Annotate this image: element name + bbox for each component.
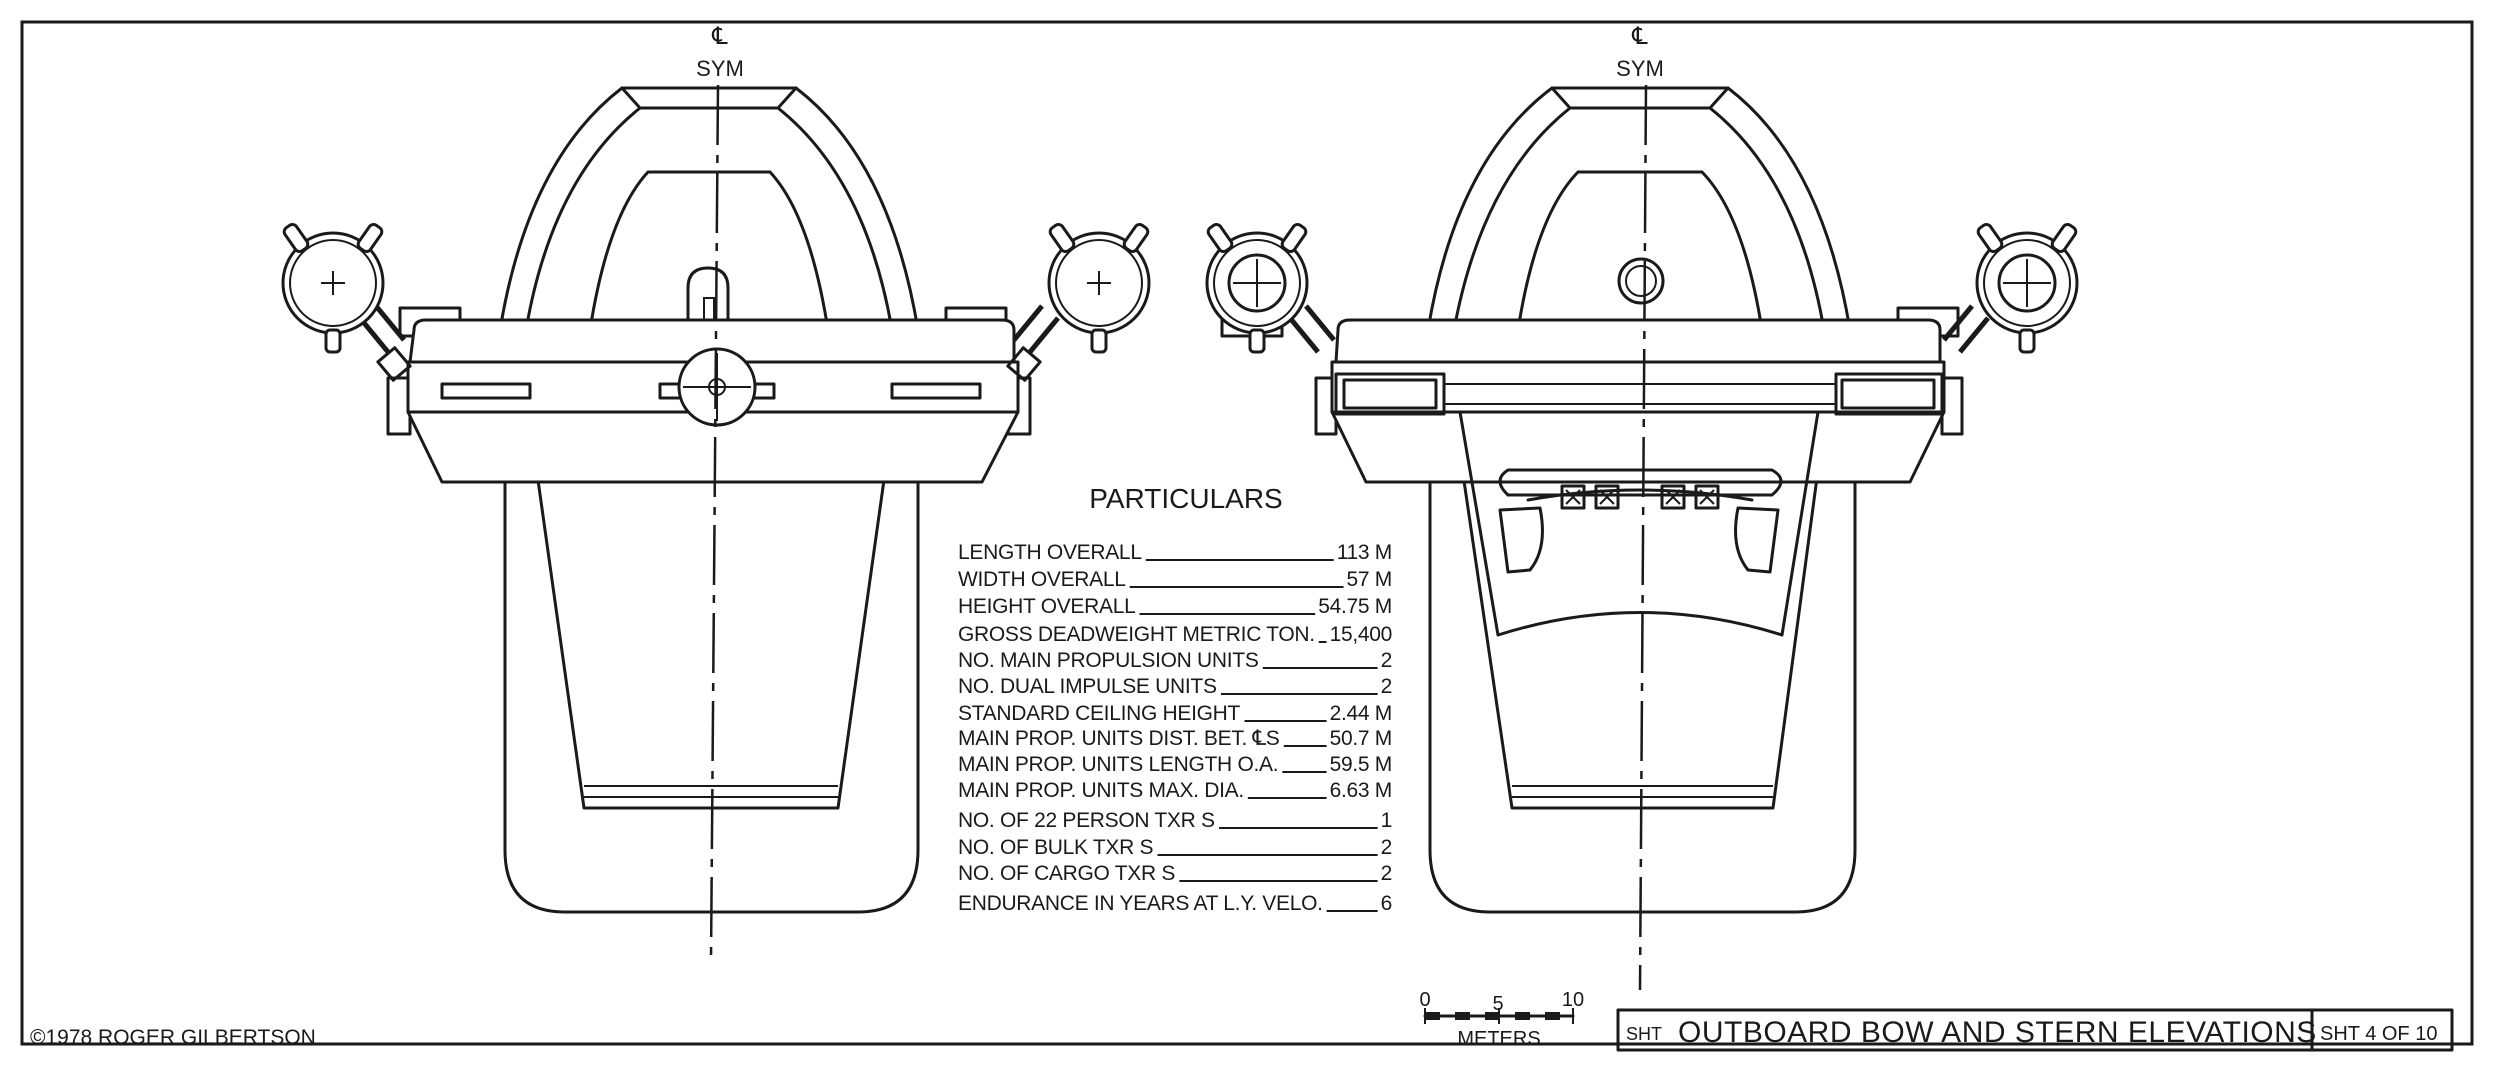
- particulars-label: MAIN PROP. UNITS DIST. BET. ℄S: [958, 727, 1280, 750]
- particulars-value: 2: [1381, 836, 1392, 859]
- particulars-value: 50.7 M: [1330, 727, 1392, 750]
- particulars-value: 57 M: [1347, 568, 1393, 591]
- particulars-value: 59.5 M: [1330, 753, 1392, 776]
- copyright-text: ©1978 ROGER GILBERTSON: [30, 1026, 316, 1049]
- bow-centerline: [709, 84, 720, 961]
- particulars-table: PARTICULARS LENGTH OVERALL 113 M WIDTH OVE…: [958, 483, 1392, 915]
- stern-centerline: [1638, 84, 1648, 991]
- particulars-value: 1: [1381, 809, 1392, 832]
- particulars-label: NO. DUAL IMPULSE UNITS: [958, 675, 1217, 698]
- scale-tick-10: 10: [1562, 989, 1584, 1011]
- stern-cl-mark: ℄: [1631, 23, 1648, 50]
- bow-main-deck: [408, 318, 1016, 364]
- stern-lower-hull: [1428, 473, 1857, 914]
- stern-impulse-vents: [1560, 484, 1720, 510]
- particulars-value: 54.75 M: [1318, 595, 1392, 618]
- particulars-value: 2: [1381, 675, 1392, 698]
- particulars-row: HEIGHT OVERALL 54.75 M: [958, 595, 1392, 618]
- stern-shuttlebay-door: [1498, 468, 1783, 497]
- particulars-row: MAIN PROP. UNITS DIST. BET. ℄S 50.7 M: [958, 727, 1392, 750]
- stern-upper-arch: [1426, 86, 1852, 332]
- bow-cl-mark: ℄: [711, 23, 728, 50]
- title-sheet-prefix: SHT: [1626, 1024, 1662, 1044]
- scale-unit: METERS: [1457, 1028, 1540, 1050]
- sheet-border: [20, 20, 2474, 1046]
- particulars-label: NO. OF BULK TXR S: [958, 836, 1154, 859]
- particulars-label: STANDARD CEILING HEIGHT: [958, 702, 1241, 725]
- particulars-value: 6.63 M: [1330, 779, 1392, 802]
- particulars-row: MAIN PROP. UNITS LENGTH O.A. 59.5 M: [958, 753, 1392, 776]
- particulars-label: NO. OF 22 PERSON TXR S: [958, 809, 1215, 832]
- scale-tick-0: 0: [1419, 989, 1430, 1011]
- particulars-row: NO. MAIN PROPULSION UNITS 2: [958, 649, 1392, 672]
- particulars-label: GROSS DEADWEIGHT METRIC TON.: [958, 623, 1315, 646]
- particulars-row: STANDARD CEILING HEIGHT 2.44 M: [958, 702, 1392, 725]
- stern-left-impulse-pod: [1205, 222, 1336, 354]
- title-block: SHT OUTBOARD BOW AND STERN ELEVATIONS SH…: [1616, 1008, 2454, 1052]
- particulars-row: WIDTH OVERALL 57 M: [958, 568, 1392, 591]
- particulars-value: 15,400: [1330, 623, 1392, 646]
- particulars-value: 2: [1381, 862, 1392, 885]
- particulars-label: NO. MAIN PROPULSION UNITS: [958, 649, 1259, 672]
- bow-sym-label: SYM: [696, 56, 744, 81]
- bow-center-hatch: [686, 266, 730, 330]
- particulars-row: NO. OF 22 PERSON TXR S 1: [958, 809, 1392, 832]
- sheet-number: SHT 4 OF 10: [2320, 1023, 2437, 1045]
- stern-elevation: ℄ SYM: [1205, 23, 2079, 991]
- particulars-row: LENGTH OVERALL 113 M: [958, 541, 1392, 564]
- particulars-row: MAIN PROP. UNITS MAX. DIA. 6.63 M: [958, 779, 1392, 802]
- particulars-label: NO. OF CARGO TXR S: [958, 862, 1175, 885]
- scale-tick-5: 5: [1492, 993, 1503, 1015]
- particulars-value: 6: [1381, 892, 1392, 915]
- particulars-label: HEIGHT OVERALL: [958, 595, 1135, 618]
- particulars-row: NO. OF CARGO TXR S 2: [958, 862, 1392, 885]
- particulars-value: 113 M: [1337, 541, 1392, 564]
- stern-port-hole: [1617, 257, 1665, 305]
- particulars-value: 2: [1381, 649, 1392, 672]
- particulars-label: MAIN PROP. UNITS MAX. DIA.: [958, 779, 1244, 802]
- particulars-title: PARTICULARS: [1089, 483, 1282, 514]
- particulars-row: NO. OF BULK TXR S 2: [958, 836, 1392, 859]
- particulars-label: LENGTH OVERALL: [958, 541, 1142, 564]
- bow-elevation: ℄ SYM: [281, 23, 1151, 961]
- stern-sym-label: SYM: [1616, 56, 1664, 81]
- particulars-row: NO. DUAL IMPULSE UNITS 2: [958, 675, 1392, 698]
- particulars-row: ENDURANCE IN YEARS AT L.Y. VELO. 6: [958, 892, 1392, 915]
- particulars-label: MAIN PROP. UNITS LENGTH O.A.: [958, 753, 1278, 776]
- bow-upper-arch: [498, 86, 920, 332]
- stern-right-impulse-pod: [1942, 222, 2079, 354]
- particulars-row: GROSS DEADWEIGHT METRIC TON. 15,400: [958, 623, 1392, 646]
- bow-left-impulse-pod: [281, 222, 412, 382]
- particulars-value: 2.44 M: [1330, 702, 1392, 725]
- scale-bar: 0 5 10 METERS: [1419, 989, 1584, 1050]
- particulars-label: ENDURANCE IN YEARS AT L.Y. VELO.: [958, 892, 1323, 915]
- bow-right-impulse-pod: [1006, 222, 1151, 382]
- stern-main-deck: [1334, 318, 1942, 364]
- title-text: OUTBOARD BOW AND STERN ELEVATIONS: [1678, 1016, 2317, 1049]
- particulars-label: WIDTH OVERALL: [958, 568, 1126, 591]
- bow-inner-body: [536, 478, 886, 810]
